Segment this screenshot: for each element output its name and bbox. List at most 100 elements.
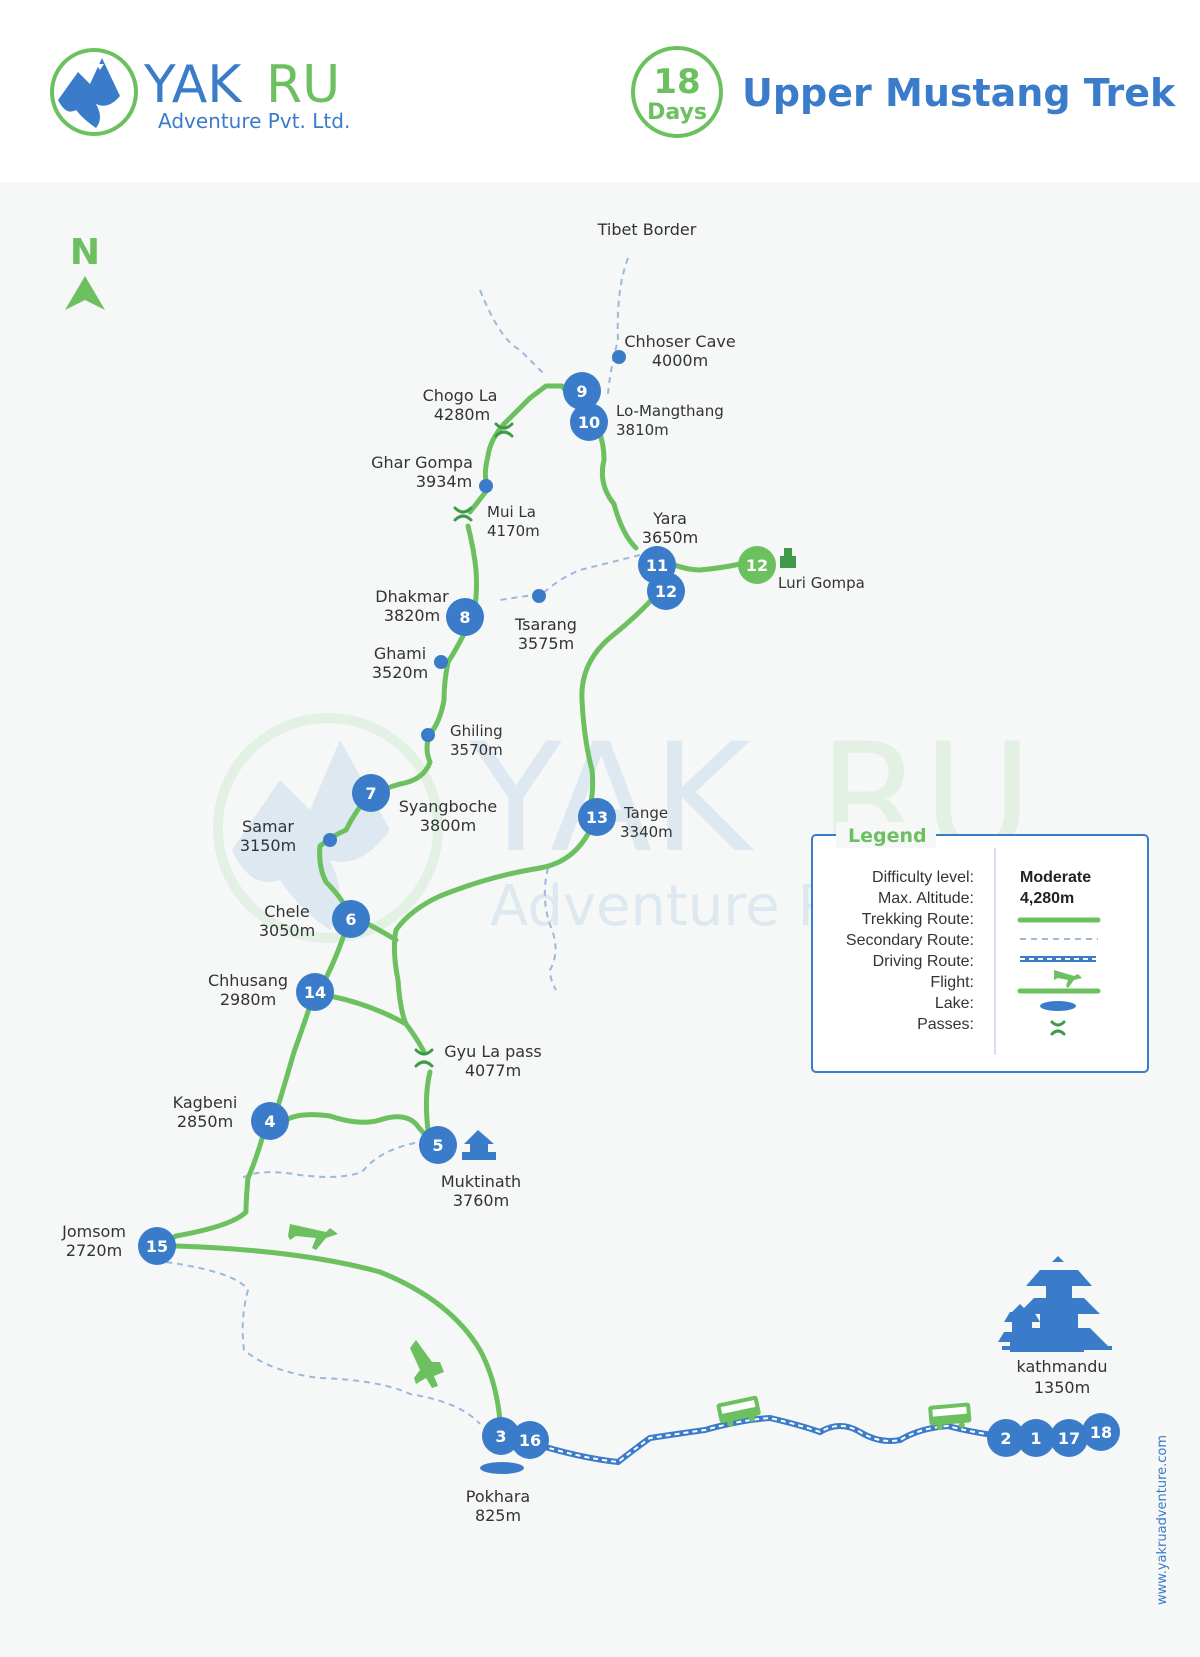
day-marker-3: 3 [482, 1417, 520, 1455]
label-gyu-la: Gyu La pass [444, 1042, 542, 1061]
passes [414, 422, 514, 1068]
driving-route [531, 1414, 1001, 1466]
svg-text:15: 15 [146, 1237, 168, 1256]
svg-text:13: 13 [586, 808, 608, 827]
legend-box [811, 834, 1149, 1073]
bus-icons [716, 1395, 972, 1431]
website-url[interactable]: www.yakruadventure.com [1155, 1435, 1170, 1605]
days-badge: 18 Days [631, 46, 723, 138]
svg-text:7: 7 [365, 784, 376, 803]
svg-text:11: 11 [646, 556, 668, 575]
lake-icon [480, 1462, 524, 1474]
legend-title: Legend [848, 825, 927, 847]
label-syangboche: Syangboche [399, 797, 497, 816]
waypoint-ghami [434, 655, 448, 669]
legend-lake-label: Lake: [935, 995, 974, 1012]
svg-text:4: 4 [264, 1112, 275, 1131]
svg-text:1: 1 [1030, 1429, 1041, 1448]
day-marker-12-yara: 12 [647, 572, 685, 610]
legend-difficulty-value: Moderate [1020, 869, 1091, 886]
legend: Legend Difficulty level: Max. Altitude: … [811, 822, 1149, 1073]
secondary-route-pokhara [165, 1261, 481, 1425]
watermark-ring-icon [213, 713, 443, 943]
svg-text:5: 5 [432, 1136, 443, 1155]
label-tsarang: Tsarang [514, 615, 577, 634]
label-chhusang: Chhusang [208, 971, 288, 990]
label-lo-mangthang-alt: 3810m [616, 421, 669, 439]
label-jomsom-alt: 2720m [66, 1241, 122, 1260]
secondary-route-tange [543, 867, 557, 991]
label-chogo-la: Chogo La [423, 386, 498, 405]
day-marker-6: 6 [332, 900, 370, 938]
label-dhakmar-alt: 3820m [384, 606, 440, 625]
svg-text:17: 17 [1058, 1429, 1080, 1448]
label-luri-gompa: Luri Gompa [778, 574, 865, 592]
svg-text:2: 2 [1000, 1429, 1011, 1448]
label-pokhara: Pokhara [466, 1487, 530, 1506]
label-samar: Samar [242, 817, 294, 836]
flight-icons [288, 1224, 444, 1388]
label-ghiling-alt: 3570m [450, 741, 503, 759]
svg-text:16: 16 [519, 1431, 541, 1450]
logo-ring-icon [50, 48, 138, 136]
snow-cap-icon [96, 64, 104, 70]
driving-route-inner [531, 1416, 1001, 1464]
pagoda-icon [998, 1256, 1112, 1352]
svg-text:10: 10 [578, 413, 600, 432]
legend-altitude-label: Max. Altitude: [878, 890, 974, 907]
pass-icon-gyu-la [414, 1048, 434, 1068]
secondary-routes [165, 257, 641, 1425]
label-ghar-gompa-alt: 3934m [416, 472, 472, 491]
page-title: Upper Mustang Trek [742, 71, 1176, 115]
days-number: 18 [653, 62, 700, 102]
waypoint-ghar-gompa [479, 479, 493, 493]
waypoint-samar [323, 833, 337, 847]
label-mui-la: Mui La [487, 503, 536, 521]
svg-text:9: 9 [576, 382, 587, 401]
label-ghar-gompa: Ghar Gompa [371, 453, 473, 472]
label-mui-la-alt: 4170m [487, 522, 540, 540]
legend-driving-label: Driving Route: [873, 953, 974, 970]
legend-flight-label: Flight: [930, 974, 974, 991]
day-markers: 9 10 11 12 12 8 7 13 6 14 4 5 15 3 16 2 … [138, 372, 1120, 1459]
secondary-route-muktinath [241, 1142, 416, 1179]
label-chhoser-cave: Chhoser Cave [624, 332, 735, 351]
brand-name-ru: RU [266, 55, 340, 115]
label-tsarang-alt: 3575m [518, 634, 574, 653]
day-marker-14: 14 [296, 973, 334, 1011]
trek-segment-kagbeni-to-jomsom [173, 1129, 267, 1239]
chorten-icon [780, 548, 796, 568]
day-marker-10: 10 [570, 403, 608, 441]
day-marker-4: 4 [251, 1102, 289, 1140]
label-lo-mangthang: Lo-Mangthang [616, 402, 724, 420]
secondary-route-tsarang [499, 554, 641, 601]
label-kathmandu: kathmandu [1016, 1357, 1107, 1376]
day-marker-9: 9 [563, 372, 601, 410]
waypoints [323, 350, 626, 847]
day-marker-2: 2 [987, 1419, 1025, 1457]
label-chhoser-cave-alt: 4000m [652, 351, 708, 370]
legend-difficulty-label: Difficulty level: [872, 869, 974, 886]
compass: N [65, 232, 105, 310]
trek-segment-yara-to-tange [579, 583, 667, 809]
svg-text:3: 3 [495, 1427, 506, 1446]
watermark: YAK RU Adventure Pvt. Ltd. [213, 712, 1033, 943]
brand-logo: YAK RU Adventure Pvt. Ltd. [50, 48, 350, 136]
svg-text:YAK RU: YAK RU [143, 55, 340, 115]
day-marker-18: 18 [1082, 1413, 1120, 1451]
legend-secondary-label: Secondary Route: [846, 932, 974, 949]
watermark-yak-icon [232, 740, 390, 930]
secondary-route-north [479, 289, 547, 377]
bus-icon [716, 1395, 761, 1427]
brand-subtitle: Adventure Pvt. Ltd. [158, 109, 350, 133]
label-muktinath: Muktinath [441, 1172, 521, 1191]
trek-segment-tange-to-chele-junction [391, 827, 593, 1027]
label-yara: Yara [652, 509, 687, 528]
day-marker-7: 7 [352, 774, 390, 812]
stupa-icon [462, 1130, 496, 1160]
label-chele-alt: 3050m [259, 921, 315, 940]
day-marker-1: 1 [1017, 1419, 1055, 1457]
trek-segment-chhusang-to-gyula [327, 993, 427, 1055]
